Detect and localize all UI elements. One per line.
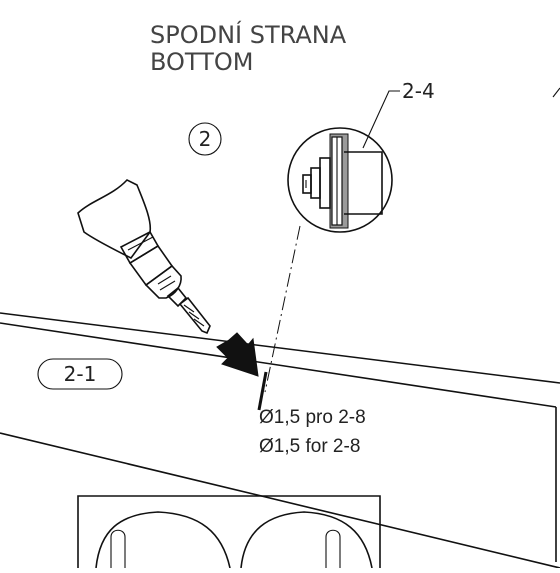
detail-callout: 2-4 [362, 79, 435, 149]
edge-mark [552, 87, 560, 98]
detail-ref-label: 2-4 [402, 79, 435, 103]
title-czech: SPODNÍ STRANA [150, 20, 347, 49]
board-outline [0, 312, 560, 569]
power-drill-icon [77, 179, 211, 335]
detail-leader-line [264, 225, 301, 393]
detail-magnified-view [287, 127, 393, 233]
drill-hole-mark [257, 371, 268, 411]
title-english: BOTTOM [150, 48, 253, 76]
part-ref-label: 2-1 [64, 362, 97, 386]
drill-note-czech: Ø1,5 pro 2-8 [259, 407, 366, 428]
lower-component [77, 495, 381, 569]
step-number-badge: 2 [188, 122, 222, 156]
drill-direction-arrow [216, 332, 259, 377]
step-number: 2 [199, 127, 212, 151]
part-callout: 2-1 [37, 358, 123, 390]
drill-note-english: Ø1,5 for 2-8 [259, 436, 360, 457]
